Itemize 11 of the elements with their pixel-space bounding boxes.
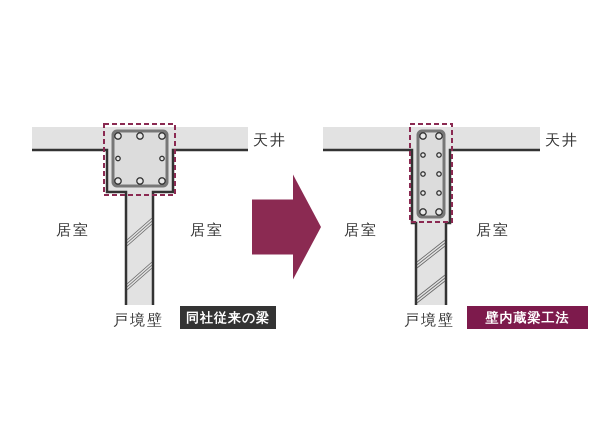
- ceiling-label: 天井: [545, 131, 579, 149]
- wall-label: 戸境壁: [113, 311, 164, 329]
- ceiling-label: 天井: [253, 131, 287, 149]
- wall-label: 戸境壁: [404, 311, 455, 329]
- room-label: 居室: [344, 221, 378, 239]
- caption-tag: 壁内蔵梁工法: [467, 306, 588, 329]
- caption-tag: 同社従来の梁: [180, 306, 276, 329]
- arrow: [252, 174, 321, 280]
- room-label: 居室: [190, 221, 224, 239]
- room-label: 居室: [56, 221, 90, 239]
- room-label: 居室: [476, 221, 510, 239]
